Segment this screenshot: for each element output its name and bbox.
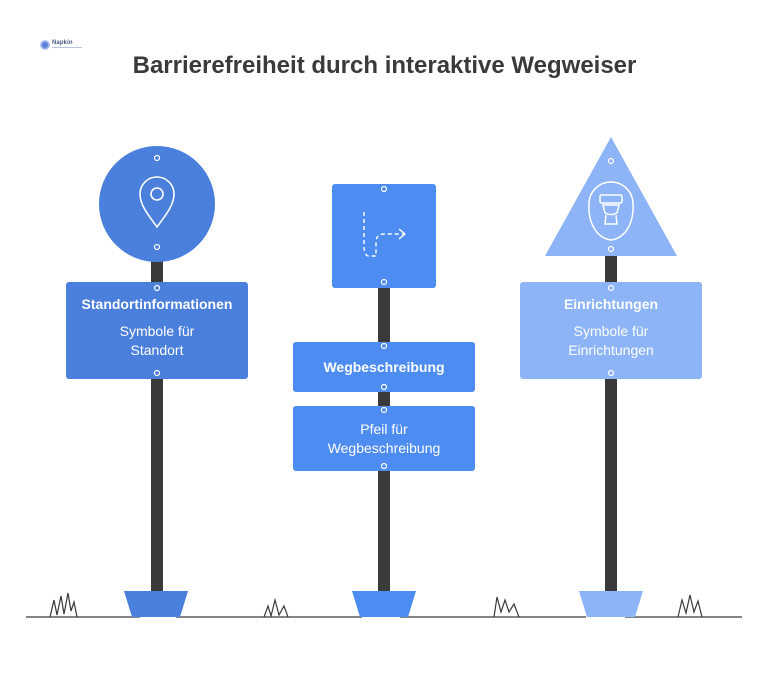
route-arrow-icon xyxy=(363,212,407,257)
grass-tuft-4 xyxy=(677,594,703,618)
base-2 xyxy=(352,591,416,617)
round-sign xyxy=(99,146,215,262)
einrichtungen-info-panel: Einrichtungen Symbole für Einrichtungen xyxy=(520,282,702,379)
logo-mark-icon xyxy=(40,40,50,50)
base-3 xyxy=(579,591,643,617)
sign-wegbeschreibung xyxy=(332,184,436,617)
page-title: Barrierefreiheit durch interaktive Wegwe… xyxy=(132,52,637,79)
wegbeschreibung-heading: Wegbeschreibung xyxy=(323,359,445,375)
logo-text: Napkin xyxy=(52,40,73,46)
toilet-icon xyxy=(588,181,634,241)
triangle-sign xyxy=(545,137,677,256)
square-sign xyxy=(332,184,436,288)
wegbeschreibung-description-panel: Pfeil für Wegbeschreibung xyxy=(293,406,475,471)
standort-heading: Standortinformationen xyxy=(81,295,233,312)
logo-tagline-bar xyxy=(52,47,82,48)
logo: Napkin xyxy=(40,39,88,51)
standort-description: Symbole für Standort xyxy=(119,322,195,358)
location-pin-icon xyxy=(139,176,175,229)
base-1 xyxy=(124,591,188,617)
grass-tuft-3 xyxy=(493,596,520,618)
standort-info-panel: Standortinformationen Symbole für Stando… xyxy=(66,282,248,379)
wegbeschreibung-heading-panel: Wegbeschreibung xyxy=(293,342,475,392)
sign-standort xyxy=(99,146,215,617)
grass-tuft-1 xyxy=(49,592,78,618)
wegbeschreibung-description: Pfeil für Wegbeschreibung xyxy=(327,420,441,456)
einrichtungen-description: Symbole für Einrichtungen xyxy=(568,322,654,358)
ground xyxy=(26,592,742,619)
einrichtungen-heading: Einrichtungen xyxy=(563,295,659,312)
grass-tuft-2 xyxy=(263,597,289,619)
